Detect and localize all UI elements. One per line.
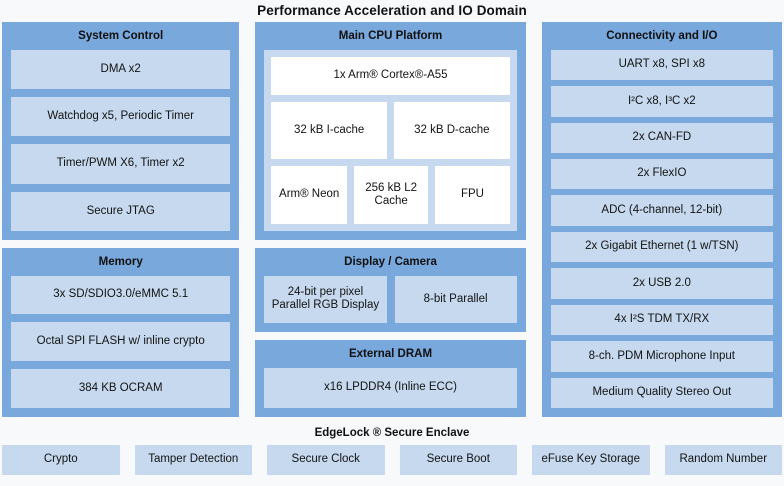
panel-connectivity-io: Connectivity and I/O UART x8, SPI x8 I²C… [541,22,782,417]
block-secure-boot[interactable]: Secure Boot [399,445,517,475]
block-random-number[interactable]: Random Number [664,445,782,475]
panel-edgelock-secure-enclave: EdgeLock ® Secure Enclave Crypto Tamper … [0,417,784,479]
panel-title-main-cpu-platform: Main CPU Platform [338,30,443,42]
panel-body-connectivity-io: UART x8, SPI x8 I²C x8, I³C x2 2x CAN-FD… [550,49,773,409]
block-pdm-microphone-input[interactable]: 8-ch. PDM Microphone Input [550,341,773,372]
cpu-unit-row: Arm® Neon 256 kB L2 Cache FPU [271,166,510,225]
block-secure-clock[interactable]: Secure Clock [267,445,385,475]
panel-main-cpu-platform: Main CPU Platform 1x Arm® Cortex®-A55 32… [255,22,526,240]
block-gigabit-ethernet[interactable]: 2x Gigabit Ethernet (1 w/TSN) [550,231,773,263]
panel-title-system-control: System Control [78,30,164,42]
panel-body-memory: 3x SD/SDIO3.0/eMMC 5.1 Octal SPI FLASH w… [11,275,231,408]
block-watchdog[interactable]: Watchdog x5, Periodic Timer [11,96,231,137]
left-column: System Control DMA x2 Watchdog x5, Perio… [2,22,240,417]
block-cpu-core[interactable]: 1x Arm® Cortex®-A55 [271,56,510,95]
panel-title-connectivity-io: Connectivity and I/O [606,30,718,42]
block-efuse-key-storage[interactable]: eFuse Key Storage [532,445,650,475]
panel-body-display-camera: 24-bit per pixel Parallel RGB Display 8-… [264,275,517,323]
block-dma[interactable]: DMA x2 [11,49,231,89]
block-can-fd[interactable]: 2x CAN-FD [550,122,773,153]
panel-body-external-dram: x16 LPDDR4 (Inline ECC) [264,367,517,408]
panel-display-camera: Display / Camera 24-bit per pixel Parall… [255,248,526,332]
right-column: Connectivity and I/O UART x8, SPI x8 I²C… [541,22,782,417]
block-tamper-detection[interactable]: Tamper Detection [134,445,252,475]
block-fpu[interactable]: FPU [435,166,510,225]
block-i2s-tdm[interactable]: 4x I²S TDM TX/RX [550,304,773,336]
panel-body-system-control: DMA x2 Watchdog x5, Periodic Timer Timer… [11,49,231,232]
panel-memory: Memory 3x SD/SDIO3.0/eMMC 5.1 Octal SPI … [2,248,240,417]
block-ocram[interactable]: 384 KB OCRAM [11,369,231,408]
block-uart-spi[interactable]: UART x8, SPI x8 [550,49,773,81]
block-adc[interactable]: ADC (4-channel, 12-bit) [550,195,773,226]
panel-body-edgelock-secure-enclave: Crypto Tamper Detection Secure Clock Sec… [2,445,782,475]
panel-title-external-dram: External DRAM [348,348,433,360]
block-parallel-rgb-display[interactable]: 24-bit per pixel Parallel RGB Display [264,275,387,323]
diagram-columns: System Control DMA x2 Watchdog x5, Perio… [0,22,784,417]
panel-title-memory: Memory [98,256,143,268]
block-arm-neon[interactable]: Arm® Neon [271,166,347,225]
panel-title-display-camera: Display / Camera [344,256,437,268]
cpu-inner-container: 1x Arm® Cortex®-A55 32 kB I-cache 32 kB … [264,49,517,231]
block-crypto[interactable]: Crypto [2,445,120,475]
block-octal-spi-flash[interactable]: Octal SPI FLASH w/ inline crypto [11,322,231,362]
block-8bit-parallel[interactable]: 8-bit Parallel [394,275,517,323]
block-lpddr4[interactable]: x16 LPDDR4 (Inline ECC) [264,367,517,408]
panel-external-dram: External DRAM x16 LPDDR4 (Inline ECC) [255,340,526,417]
block-d-cache[interactable]: 32 kB D-cache [394,101,510,160]
block-l2-cache[interactable]: 256 kB L2 Cache [354,166,429,225]
cpu-cache-row: 32 kB I-cache 32 kB D-cache [271,101,510,160]
panel-system-control: System Control DMA x2 Watchdog x5, Perio… [2,22,240,240]
block-i-cache[interactable]: 32 kB I-cache [271,101,387,160]
page-title: Performance Acceleration and IO Domain [257,3,527,18]
block-timer-pwm[interactable]: Timer/PWM X6, Timer x2 [11,144,231,184]
block-secure-jtag[interactable]: Secure JTAG [11,191,231,232]
middle-column: Main CPU Platform 1x Arm® Cortex®-A55 32… [255,22,526,417]
block-i2c-i3c[interactable]: I²C x8, I³C x2 [550,86,773,117]
panel-title-edgelock-secure-enclave: EdgeLock ® Secure Enclave [314,427,470,439]
block-usb[interactable]: 2x USB 2.0 [550,268,773,299]
block-stereo-out[interactable]: Medium Quality Stereo Out [550,377,773,409]
block-sd-sdio-emmc[interactable]: 3x SD/SDIO3.0/eMMC 5.1 [11,275,231,315]
block-flexio[interactable]: 2x FlexIO [550,158,773,190]
